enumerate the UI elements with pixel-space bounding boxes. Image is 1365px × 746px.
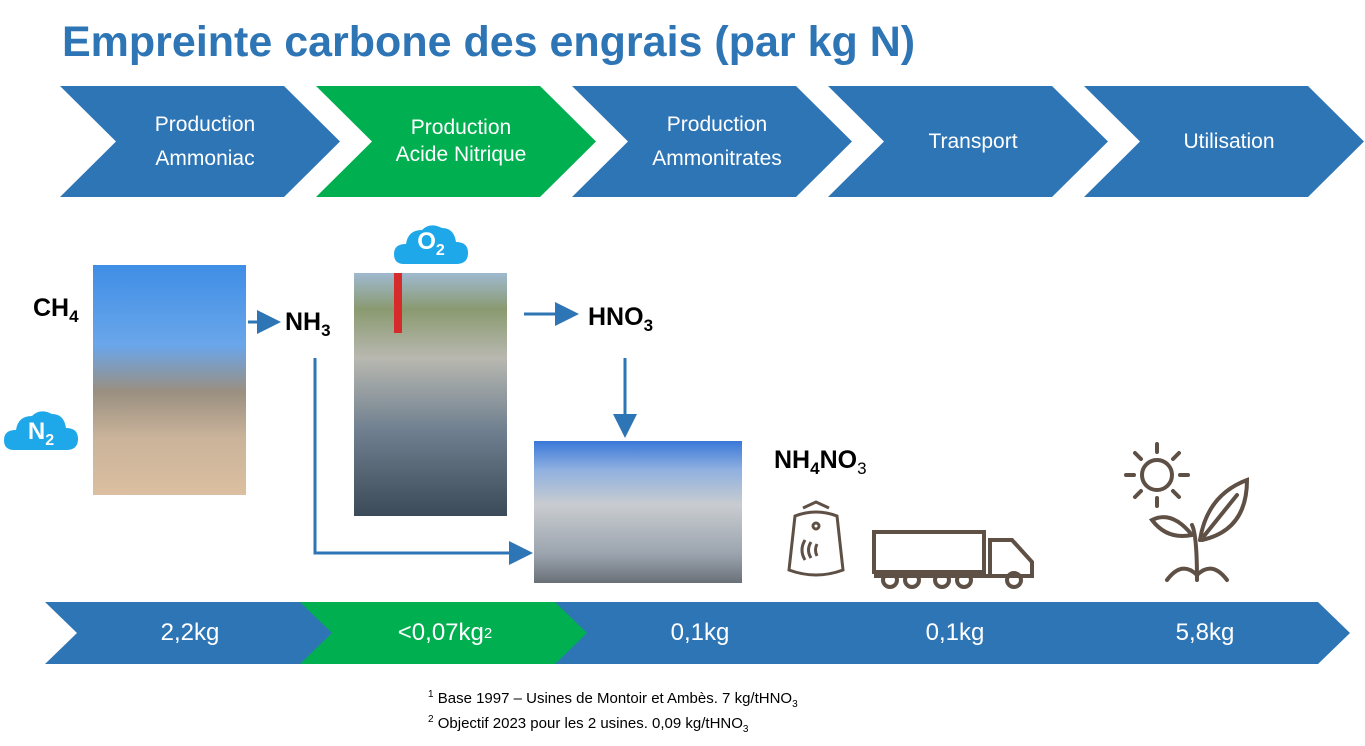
arrow-nh3-to-ammonitrates	[313, 358, 533, 565]
step-label-line2: Ammonitrates	[652, 146, 782, 170]
footnote-text: Base 1997 – Usines de Montoir et Ambès. …	[437, 690, 793, 707]
value-text: 2,2kg	[160, 619, 220, 646]
value-text: <0,07kg	[397, 619, 484, 646]
footnote-sub: 3	[742, 724, 749, 735]
step-label-line1: Transport	[928, 129, 1018, 153]
step-label-line1: Production	[410, 116, 512, 140]
step-label-line1: Production	[666, 112, 768, 136]
nh4no3-sub1: 4	[810, 459, 820, 478]
step-label-line1: Utilisation	[1183, 129, 1275, 153]
nh4no3-label: NH4NO3	[774, 446, 867, 479]
step-label-line2: Acide Nitrique	[395, 142, 527, 166]
hno3-base: HNO	[588, 303, 644, 331]
ch4-label: CH4	[33, 294, 79, 327]
value-text: 5,8kg	[1175, 619, 1235, 646]
n2-label: N	[27, 418, 46, 445]
truck-icon	[872, 530, 1034, 589]
footnote-sub: 3	[792, 699, 798, 710]
value-text: 0,1kg	[670, 619, 730, 646]
ch4-base: CH	[33, 294, 70, 322]
step-label-line2: Ammoniac	[155, 146, 255, 170]
value-utilisation: 5,8kg	[1060, 602, 1350, 664]
ammonitrates-plant-photo	[534, 441, 742, 583]
nh3-base: NH	[285, 308, 322, 336]
hno3-sub: 3	[643, 316, 654, 335]
step-label-line1: Production	[154, 112, 256, 136]
o2-cloud-icon: O2	[394, 222, 468, 264]
footnote-1: 1 Base 1997 – Usines de Montoir et Ambès…	[428, 689, 798, 710]
hno3-label: HNO3	[588, 303, 653, 336]
nh3-label: NH3	[285, 308, 331, 341]
ch4-sub: 4	[69, 307, 79, 326]
page-title: Empreinte carbone des engrais (par kg N)	[62, 18, 916, 66]
ammonia-plant-photo	[93, 265, 246, 495]
nh4no3-b: NO	[819, 446, 858, 474]
value-text: 0,1kg	[925, 619, 985, 646]
value-production-ammoniac: 2,2kg	[45, 602, 335, 664]
n2-sub: 2	[45, 431, 55, 449]
footnote-mark: 2	[428, 714, 434, 725]
nh4no3-sub2: 3	[857, 459, 867, 478]
o2-sub: 2	[435, 241, 445, 259]
nitric-acid-plant-photo	[354, 273, 507, 516]
o2-label: O	[417, 228, 436, 255]
n2-cloud-icon: N2	[4, 408, 78, 450]
footnote-2: 2 Objectif 2023 pour les 2 usines. 0,09 …	[428, 714, 748, 735]
value-transport: 0,1kg	[810, 602, 1100, 664]
footnote-text: Objectif 2023 pour les 2 usines. 0,09 kg…	[437, 715, 743, 732]
footnote-ref: 2	[483, 624, 493, 642]
nh4no3-a: NH	[774, 446, 811, 474]
nh3-sub: 3	[321, 321, 331, 340]
fertilizer-bag-icon	[787, 500, 845, 577]
footnote-mark: 1	[428, 689, 434, 700]
step-transport: Transport	[828, 86, 1108, 197]
sun-plant-icon	[1124, 442, 1250, 582]
value-production-ammonitrates: 0,1kg	[555, 602, 845, 664]
